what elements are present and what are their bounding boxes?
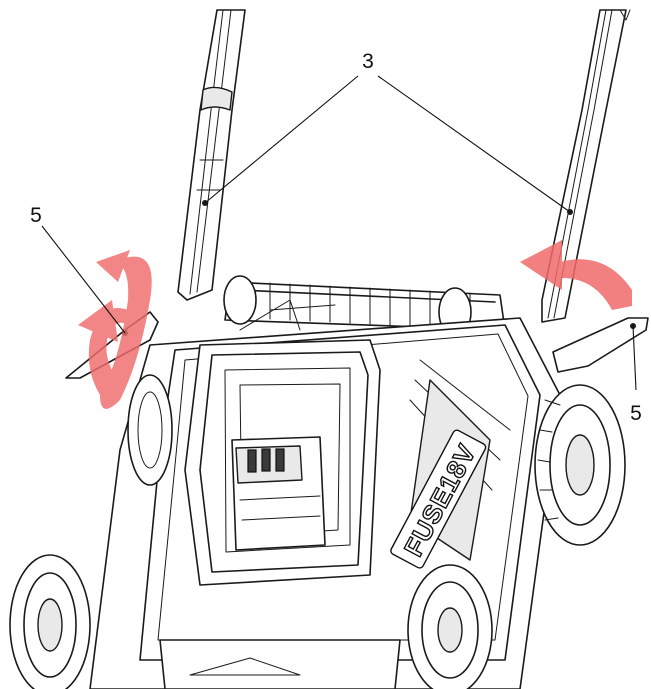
handle-bar-left <box>177 9 246 301</box>
callout-leaders <box>41 75 637 391</box>
rotate-arrow-right <box>520 240 632 310</box>
rear-wheel-right <box>534 384 626 546</box>
front-bumper <box>159 639 401 689</box>
battery-pack <box>231 436 326 551</box>
callout-3-handle: 3 <box>362 50 374 73</box>
callout-5-knob-left: 5 <box>30 204 42 227</box>
front-wheel-left <box>9 554 91 689</box>
callout-5-knob-right: 5 <box>630 402 642 425</box>
rear-wheel-left <box>127 374 173 486</box>
front-wheel-right <box>407 564 493 689</box>
rear-roller <box>223 275 506 337</box>
